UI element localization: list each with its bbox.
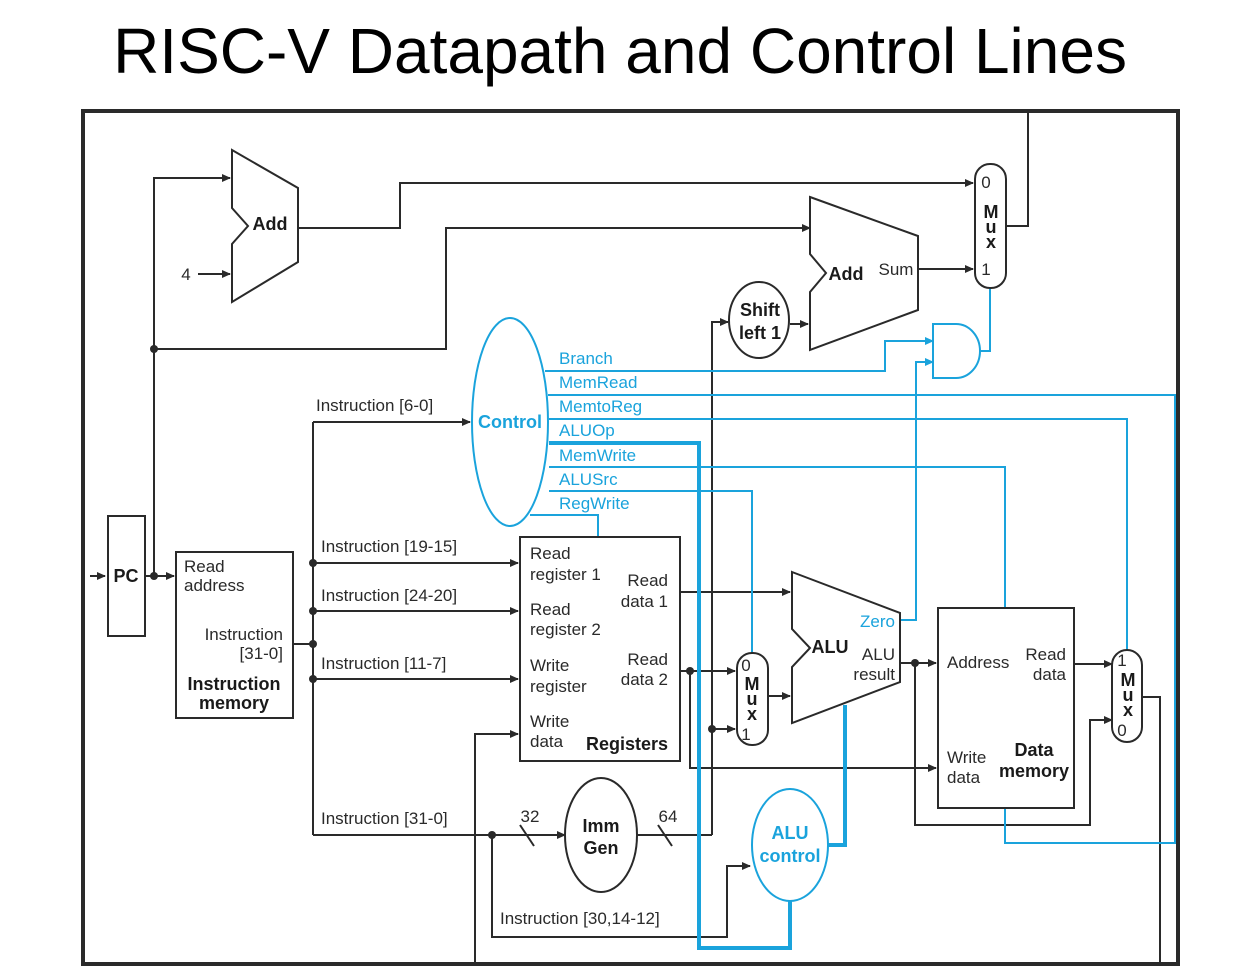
shift-left-unit xyxy=(728,281,790,359)
alu-label: ALU xyxy=(812,637,849,657)
registers-name: Registers xyxy=(586,734,668,754)
reg-read-data1-a: Read xyxy=(627,571,668,590)
imm-gen xyxy=(564,777,638,893)
pc-source-mux xyxy=(974,163,1007,289)
alu-mux-m: M xyxy=(745,674,760,694)
field-30-14-12: Instruction [30,14-12] xyxy=(500,909,660,928)
field-11-7: Instruction [11-7] xyxy=(321,654,446,673)
signal-memwrite: MemWrite xyxy=(559,446,636,465)
alu-mux-u: u xyxy=(747,689,758,709)
dmem-read-2: data xyxy=(1033,665,1067,684)
mem-mux-u: u xyxy=(1123,685,1134,705)
alu-control-unit xyxy=(751,788,829,902)
signal-aluop: ALUOp xyxy=(559,421,615,440)
alu-mux-zero: 0 xyxy=(741,656,750,675)
imm-in-bits: 32 xyxy=(521,807,540,826)
field-31-0: Instruction [31-0] xyxy=(321,809,448,828)
pc-adder xyxy=(231,148,299,304)
branch-adder xyxy=(809,195,919,352)
imem-name-1: Instruction xyxy=(188,674,281,694)
control-unit xyxy=(471,317,549,527)
dmem-name-2: memory xyxy=(999,761,1069,781)
shift-label-2: left 1 xyxy=(739,323,781,343)
signal-alusrc: ALUSrc xyxy=(559,470,618,489)
control-label: Control xyxy=(478,412,542,432)
data-memory xyxy=(937,607,1075,809)
alu xyxy=(791,570,901,725)
imem-bits: [31-0] xyxy=(240,644,283,663)
branch-adder-label: Add xyxy=(829,264,864,284)
alu-result-2: result xyxy=(853,665,895,684)
mem-mux-m: M xyxy=(1121,670,1136,690)
reg-read-reg1-b: register 1 xyxy=(530,565,601,584)
outer-frame xyxy=(81,109,1180,966)
signal-memread: MemRead xyxy=(559,373,637,392)
dmem-write-1: Write xyxy=(947,748,986,767)
mem-mux-one: 1 xyxy=(1117,651,1126,670)
shift-label-1: Shift xyxy=(740,300,780,320)
pc-mux-one: 1 xyxy=(981,260,990,279)
imm-gen-label-1: Imm xyxy=(582,816,619,836)
datapath-wires xyxy=(90,113,1161,962)
reg-read-reg1-a: Read xyxy=(530,544,571,563)
pc-label: PC xyxy=(113,566,138,586)
alu-zero-label: Zero xyxy=(860,612,895,631)
branch-and-gate xyxy=(932,323,981,379)
field-24-20: Instruction [24-20] xyxy=(321,586,457,605)
signal-regwrite: RegWrite xyxy=(559,494,630,513)
dmem-write-2: data xyxy=(947,768,981,787)
dmem-address: Address xyxy=(947,653,1009,672)
branch-sum-label: Sum xyxy=(879,260,914,279)
alu-control-label-1: ALU xyxy=(772,823,809,843)
reg-read-data2-b: data 2 xyxy=(621,670,668,689)
imm-out-bits: 64 xyxy=(659,807,678,826)
alu-src-mux xyxy=(736,652,769,746)
reg-read-data1-b: data 1 xyxy=(621,592,668,611)
slide-title: RISC-V Datapath and Control Lines xyxy=(113,15,1127,87)
field-19-15: Instruction [19-15] xyxy=(321,537,457,556)
imem-instruction: Instruction xyxy=(205,625,283,644)
pc-register xyxy=(107,515,146,637)
imem-name-2: memory xyxy=(199,693,269,713)
mem-mux-zero: 0 xyxy=(1117,721,1126,740)
alu-mux-one: 1 xyxy=(741,725,750,744)
mem-to-reg-mux xyxy=(1111,649,1143,743)
reg-read-data2-a: Read xyxy=(627,650,668,669)
control-wires xyxy=(530,289,1176,950)
imm-gen-label-2: Gen xyxy=(583,838,618,858)
field-6-0: Instruction [6-0] xyxy=(316,396,433,415)
signal-memtoreg: MemtoReg xyxy=(559,397,642,416)
reg-write-data-a: Write xyxy=(530,712,569,731)
reg-write-reg-b: register xyxy=(530,677,587,696)
instruction-memory xyxy=(175,551,294,719)
alu-result-1: ALU xyxy=(862,645,895,664)
imem-address: address xyxy=(184,576,244,595)
imem-read: Read xyxy=(184,557,225,576)
const-four: 4 xyxy=(181,265,190,284)
mem-mux-x: x xyxy=(1123,700,1133,720)
reg-write-data-b: data xyxy=(530,732,564,751)
alu-control-label-2: control xyxy=(760,846,821,866)
pc-mux-zero: 0 xyxy=(981,173,990,192)
reg-read-reg2-a: Read xyxy=(530,600,571,619)
signal-branch: Branch xyxy=(559,349,613,368)
pc-mux-m: M xyxy=(984,202,999,222)
pc-adder-label: Add xyxy=(253,214,288,234)
pc-mux-x: x xyxy=(986,232,996,252)
reg-read-reg2-b: register 2 xyxy=(530,620,601,639)
reg-write-reg-a: Write xyxy=(530,656,569,675)
alu-mux-x: x xyxy=(747,704,757,724)
pc-mux-u: u xyxy=(986,217,997,237)
register-file xyxy=(519,536,681,762)
dmem-name-1: Data xyxy=(1014,740,1054,760)
dmem-read-1: Read xyxy=(1025,645,1066,664)
